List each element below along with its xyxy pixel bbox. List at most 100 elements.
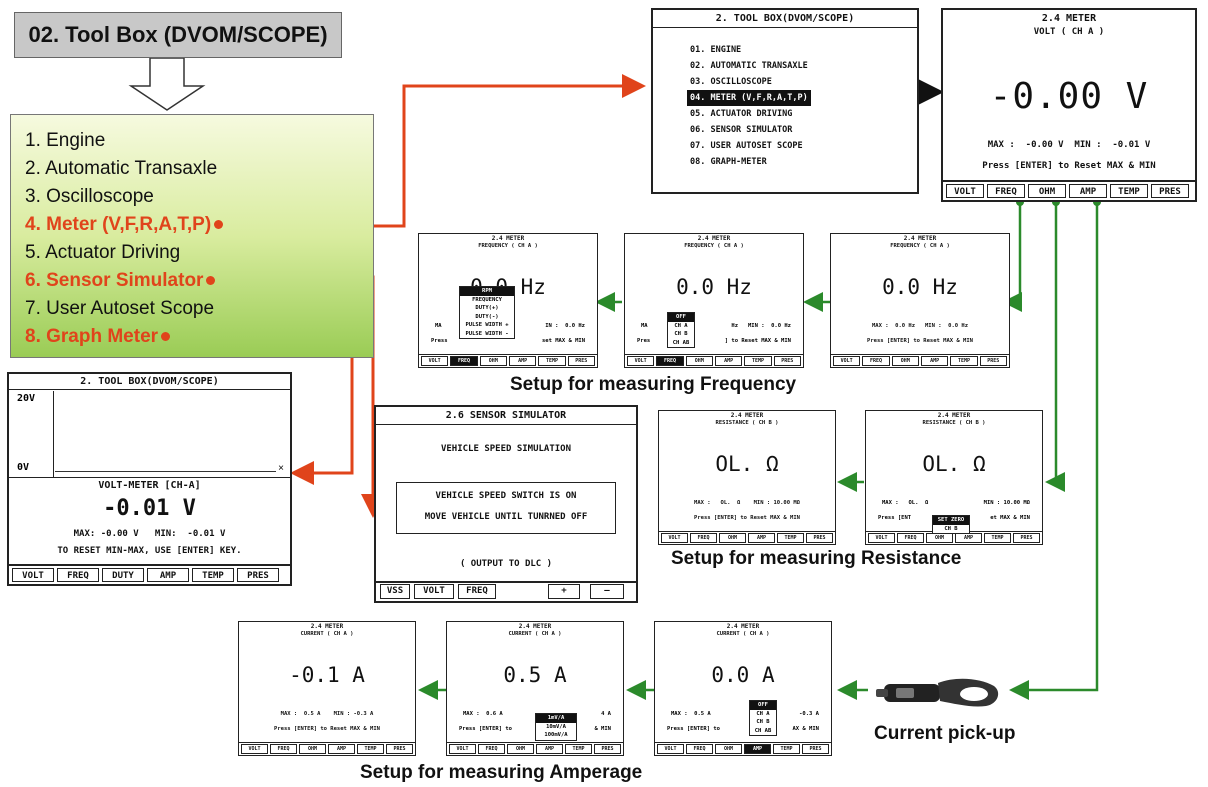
sensor-key-button[interactable]: FREQ [458,584,496,599]
small-key-temp-button[interactable]: TEMP [538,356,566,366]
popup-option[interactable]: 1mV/A [536,714,576,723]
key-freq-button[interactable]: FREQ [57,568,99,582]
key-temp-button[interactable]: TEMP [1110,184,1148,198]
small-key-freq-button[interactable]: FREQ [897,533,924,543]
small-key-pres-button[interactable]: PRES [979,356,1007,366]
small-key-amp-button[interactable]: AMP [748,533,775,543]
small-key-amp-button[interactable]: AMP [536,744,563,754]
key-amp-button[interactable]: AMP [147,568,189,582]
key-pres-button[interactable]: PRES [1151,184,1189,198]
small-key-ohm-button[interactable]: OHM [299,744,326,754]
small-key-temp-button[interactable]: TEMP [777,533,804,543]
small-key-amp-button[interactable]: AMP [714,356,743,366]
key-freq-button[interactable]: FREQ [987,184,1025,198]
popup-option[interactable]: 100mV/A [544,732,568,738]
key-volt-button[interactable]: VOLT [946,184,984,198]
popup-option[interactable]: CH B [756,719,770,725]
small-key-temp-button[interactable]: TEMP [773,744,800,754]
small-key-freq-button[interactable]: FREQ [270,744,297,754]
key-volt-button[interactable]: VOLT [12,568,54,582]
popup-option[interactable]: CH B [944,525,958,532]
small-key-amp-button[interactable]: AMP [744,744,771,754]
small-key-pres-button[interactable]: PRES [806,533,833,543]
sensor-key-button[interactable]: — [590,584,624,599]
small-key-ohm-button[interactable]: OHM [479,356,507,366]
small-key-amp-button[interactable]: AMP [508,356,537,366]
popup-option[interactable]: OFF [668,313,694,322]
menu-item[interactable]: 6. Sensor Simulator [25,267,373,295]
small-key-volt-button[interactable]: VOLT [868,533,895,543]
sensor-key-button[interactable]: + [548,584,580,599]
popup-option[interactable]: CH B [674,331,688,337]
key-duty-button[interactable]: DUTY [102,568,144,582]
small-key-pres-button[interactable]: PRES [594,744,621,754]
small-key-pres-button[interactable]: PRES [773,356,801,366]
key-temp-button[interactable]: TEMP [192,568,234,582]
small-key-volt-button[interactable]: VOLT [241,744,268,754]
small-key-volt-button[interactable]: VOLT [661,533,688,543]
small-key-temp-button[interactable]: TEMP [984,533,1011,543]
menu-item[interactable]: 1. Engine [25,127,373,155]
toolbox-item[interactable]: 08. GRAPH-METER [690,157,767,167]
popup-option[interactable]: PULSE WIDTH + [465,322,509,328]
small-key-volt-button[interactable]: VOLT [657,744,684,754]
small-key-pres-button[interactable]: PRES [1013,533,1040,543]
menu-item[interactable]: 2. Automatic Transaxle [25,155,373,183]
menu-item[interactable]: 3. Oscilloscope [25,183,373,211]
popup-option[interactable]: 10mV/A [546,723,566,730]
toolbox-item[interactable]: 06. SENSOR SIMULATOR [690,125,793,135]
small-key-pres-button[interactable]: PRES [802,744,829,754]
toolbox-item[interactable]: 03. OSCILLOSCOPE [690,77,772,87]
small-key-volt-button[interactable]: VOLT [449,744,476,754]
small-key-freq-button[interactable]: FREQ [478,744,505,754]
small-key-freq-button[interactable]: FREQ [450,356,478,366]
popup-option[interactable]: CH A [674,322,688,329]
popup-option[interactable]: CH AB [672,339,690,346]
small-key-ohm-button[interactable]: OHM [715,744,742,754]
small-key-pres-button[interactable]: PRES [386,744,413,754]
sensor-key-button[interactable]: VSS [380,584,410,599]
small-key-amp-button[interactable]: AMP [955,533,982,543]
toolbox-item[interactable]: 02. AUTOMATIC TRANSAXLE [690,61,808,71]
small-key-temp-button[interactable]: TEMP [950,356,978,366]
popup-option[interactable]: CH A [756,710,770,717]
popup-option[interactable]: PULSE WIDTH - [465,330,509,337]
small-key-freq-button[interactable]: FREQ [862,356,890,366]
small-key-volt-button[interactable]: VOLT [627,356,655,366]
small-key-temp-button[interactable]: TEMP [744,356,772,366]
popup-option[interactable]: DUTY(+) [475,305,499,311]
popup-option[interactable]: DUTY(-) [475,313,499,320]
key-pres-button[interactable]: PRES [237,568,279,582]
small-key-freq-button[interactable]: FREQ [656,356,684,366]
small-key-amp-button[interactable]: AMP [920,356,949,366]
small-key-ohm-button[interactable]: OHM [891,356,919,366]
key-ohm-button[interactable]: OHM [1028,184,1066,198]
small-key-volt-button[interactable]: VOLT [833,356,861,366]
small-key-ohm-button[interactable]: OHM [719,533,746,543]
small-key-volt-button[interactable]: VOLT [421,356,449,366]
popup-option[interactable]: FREQUENCY [472,296,502,303]
small-key-ohm-button[interactable]: OHM [685,356,713,366]
toolbox-item[interactable]: 01. ENGINE [690,45,742,55]
small-key-freq-button[interactable]: FREQ [690,533,717,543]
toolbox-item[interactable]: 07. USER AUTOSET SCOPE [690,141,803,151]
small-key-amp-button[interactable]: AMP [328,744,355,754]
small-key-ohm-button[interactable]: OHM [926,533,953,543]
small-key-temp-button[interactable]: TEMP [565,744,592,754]
toolbox-item[interactable]: 05. ACTUATOR DRIVING [690,109,793,119]
menu-item[interactable]: 4. Meter (V,F,R,A,T,P) [25,211,373,239]
popup-option[interactable]: RPM [460,287,514,296]
small-key-pres-button[interactable]: PRES [567,356,595,366]
key-amp-button[interactable]: AMP [1069,184,1107,198]
small-key-temp-button[interactable]: TEMP [357,744,384,754]
menu-item[interactable]: 8. Graph Meter [25,323,373,351]
popup-option[interactable]: CH AB [754,727,772,734]
menu-item[interactable]: 5. Actuator Driving [25,239,373,267]
small-key-ohm-button[interactable]: OHM [507,744,534,754]
toolbox-item[interactable]: 04. METER (V,F,R,A,T,P) [687,90,811,106]
popup-option[interactable]: SET ZERO [933,516,969,525]
sensor-key-button[interactable]: VOLT [414,584,454,599]
popup-option[interactable]: OFF [750,701,776,710]
menu-item[interactable]: 7. User Autoset Scope [25,295,373,323]
small-key-freq-button[interactable]: FREQ [686,744,713,754]
